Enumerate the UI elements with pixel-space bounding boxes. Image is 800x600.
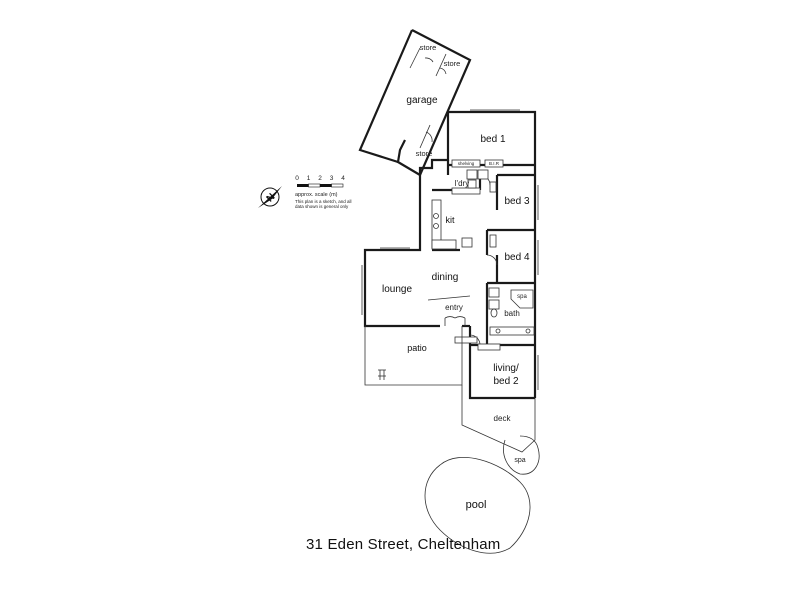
bed4-label: bed 4 bbox=[504, 252, 529, 263]
garage-block bbox=[358, 29, 472, 177]
scale-tick-0: 0 bbox=[295, 175, 299, 182]
living-label-line2: bed 2 bbox=[493, 376, 518, 387]
scale-tick-4: 4 bbox=[341, 175, 345, 182]
property-address: 31 Eden Street, Cheltenham bbox=[306, 536, 501, 553]
fixtures bbox=[431, 159, 535, 351]
scale-tick-2: 2 bbox=[318, 175, 322, 182]
scale-note-2: data shown is general only bbox=[295, 204, 349, 209]
store-label-top-right: store bbox=[444, 59, 461, 68]
spa-label: spa bbox=[514, 457, 525, 464]
deck-label: deck bbox=[494, 414, 512, 423]
outdoor-area bbox=[424, 385, 540, 554]
dining-label: dining bbox=[432, 272, 459, 283]
doors bbox=[444, 174, 498, 346]
north-arrow-icon: N bbox=[258, 186, 282, 208]
store-label-top: store bbox=[420, 43, 437, 52]
windows bbox=[361, 109, 539, 390]
bed1-label: bed 1 bbox=[480, 134, 505, 145]
store-label-left: store bbox=[416, 149, 433, 158]
patio-outline bbox=[364, 326, 463, 386]
entry-label: entry bbox=[445, 303, 463, 312]
laundry-label: l'dry bbox=[455, 179, 469, 188]
lounge-label: lounge bbox=[382, 284, 412, 295]
scale-caption: approx. scale (m) bbox=[295, 192, 338, 198]
bath-label: bath bbox=[504, 309, 520, 318]
bed3-label: bed 3 bbox=[504, 196, 529, 207]
patio-label: patio bbox=[407, 343, 427, 353]
garage-label: garage bbox=[406, 95, 438, 106]
scale-bar: 0 1 2 3 4 approx. scale (m) This plan is… bbox=[295, 175, 352, 209]
scale-note-1: This plan is a sketch, and all bbox=[295, 199, 352, 204]
living-label-line1: living/ bbox=[493, 363, 519, 374]
shelving-label: shelving bbox=[458, 161, 475, 166]
scale-tick-3: 3 bbox=[330, 175, 334, 182]
pool-label: pool bbox=[466, 499, 487, 511]
bir-label: B.I.R bbox=[489, 161, 500, 166]
kitchen-label: kit bbox=[446, 215, 455, 225]
spa-room-label: spa bbox=[517, 294, 527, 300]
scale-tick-1: 1 bbox=[307, 175, 311, 182]
